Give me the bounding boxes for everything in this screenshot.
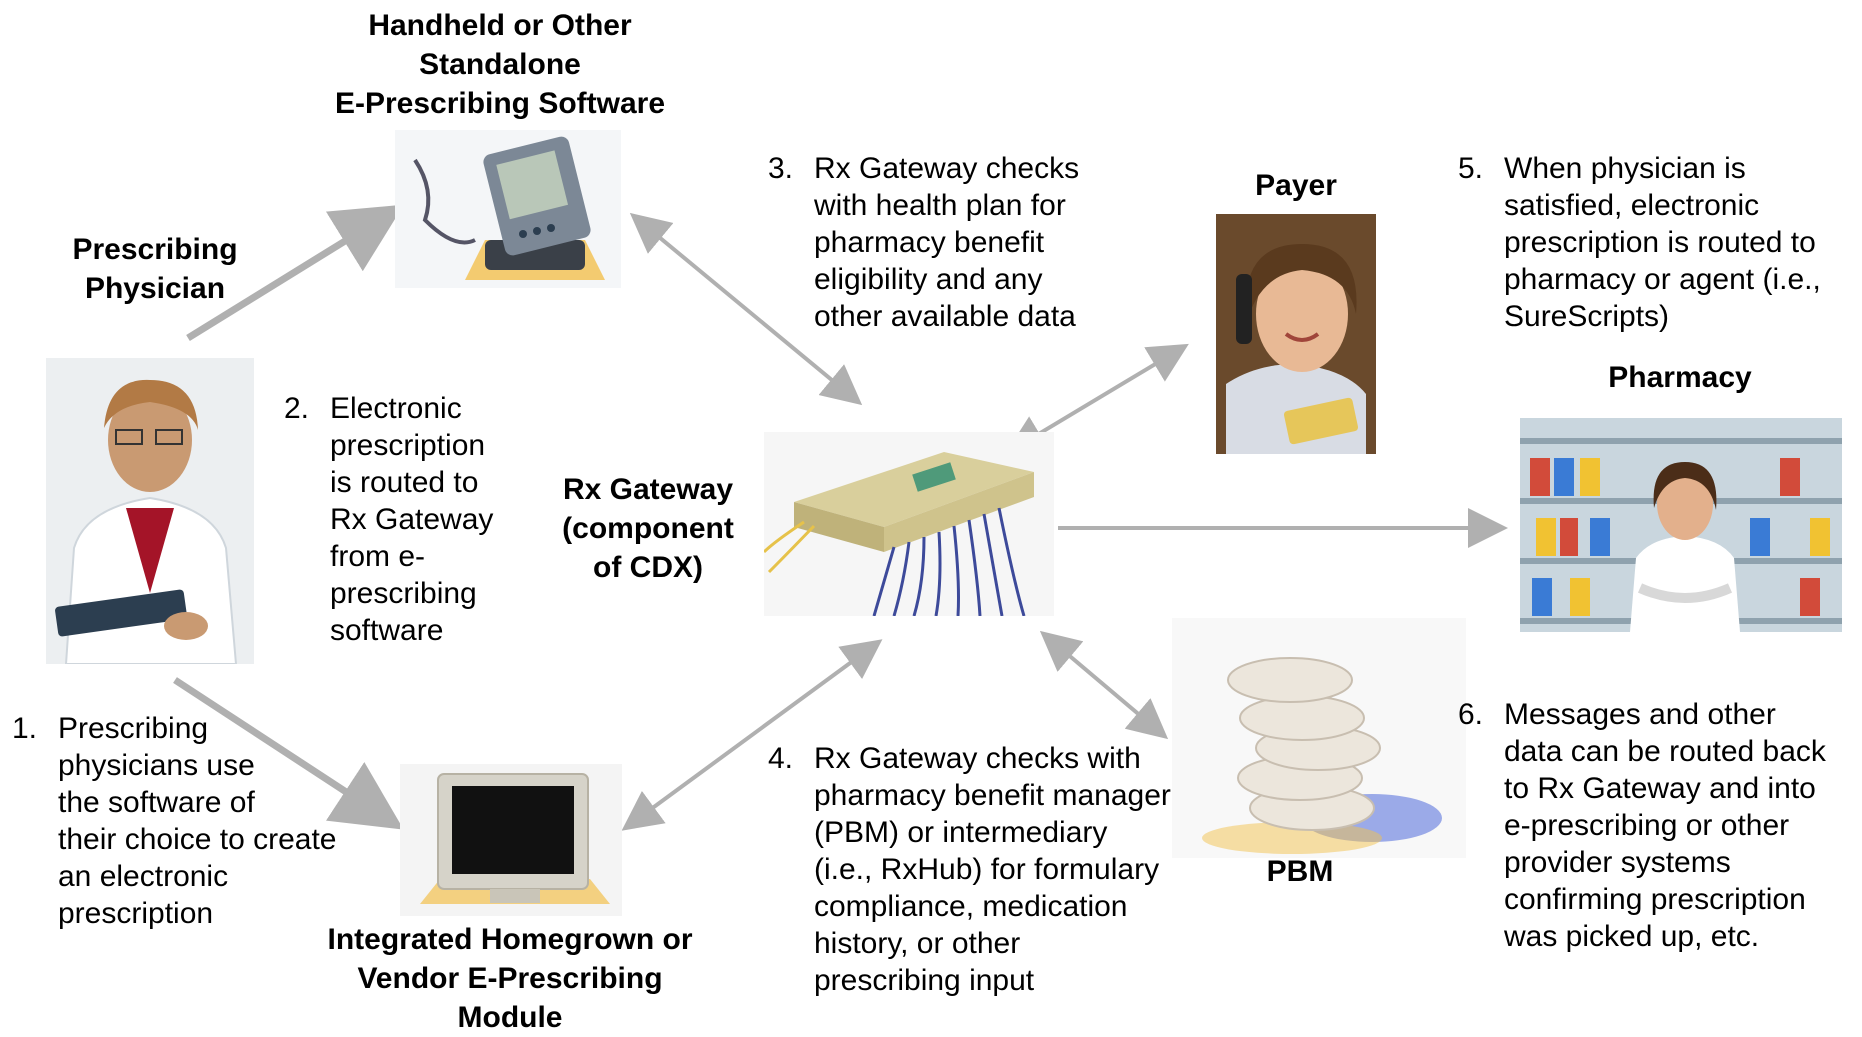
step-6: 6. Messages and other data can be routed… xyxy=(1458,698,1826,953)
rx-gateway-label: Rx Gateway (component of CDX) xyxy=(562,473,734,584)
physician-photo xyxy=(46,358,254,664)
arrow-physician-to-integrated xyxy=(173,677,404,830)
crt-monitor xyxy=(400,764,622,916)
step-number: 2. xyxy=(284,392,310,425)
arrow-physician-to-handheld xyxy=(186,204,404,341)
step-4: 4. Rx Gateway checks with pharmacy benef… xyxy=(768,742,1171,997)
payer-woman-on-phone xyxy=(1216,214,1376,454)
pda-device xyxy=(395,130,621,288)
step-number: 5. xyxy=(1458,152,1484,185)
pill-stack xyxy=(1172,618,1466,858)
step-number: 6. xyxy=(1458,698,1484,731)
step-3: 3. Rx Gateway checks with health plan fo… xyxy=(768,152,1080,333)
arrow-handheld-gateway xyxy=(629,212,863,406)
arrow-gateway-pbm xyxy=(1039,630,1169,740)
prescribing-physician-label: Prescribing Physician xyxy=(72,233,238,305)
pharmacist-photo xyxy=(1520,418,1842,632)
handheld-label: Handheld or Other Standalone E-Prescribi… xyxy=(334,9,666,120)
step-5: 5. When physician is satisfied, electron… xyxy=(1458,152,1821,333)
step-1: 1. Prescribing physicians use the softwa… xyxy=(12,712,337,930)
step-number: 4. xyxy=(768,742,794,775)
pbm-label: PBM xyxy=(1266,855,1334,888)
step-number: 1. xyxy=(12,712,38,745)
payer-label: Payer xyxy=(1255,169,1337,202)
step-2: 2. Electronic prescription is routed to … xyxy=(284,392,494,647)
integrated-label: Integrated Homegrown or Vendor E-Prescri… xyxy=(327,923,693,1034)
step-number: 3. xyxy=(768,152,794,185)
network-switch xyxy=(764,432,1054,616)
arrow-integrated-gateway xyxy=(621,639,883,831)
pharmacy-label: Pharmacy xyxy=(1608,361,1752,394)
